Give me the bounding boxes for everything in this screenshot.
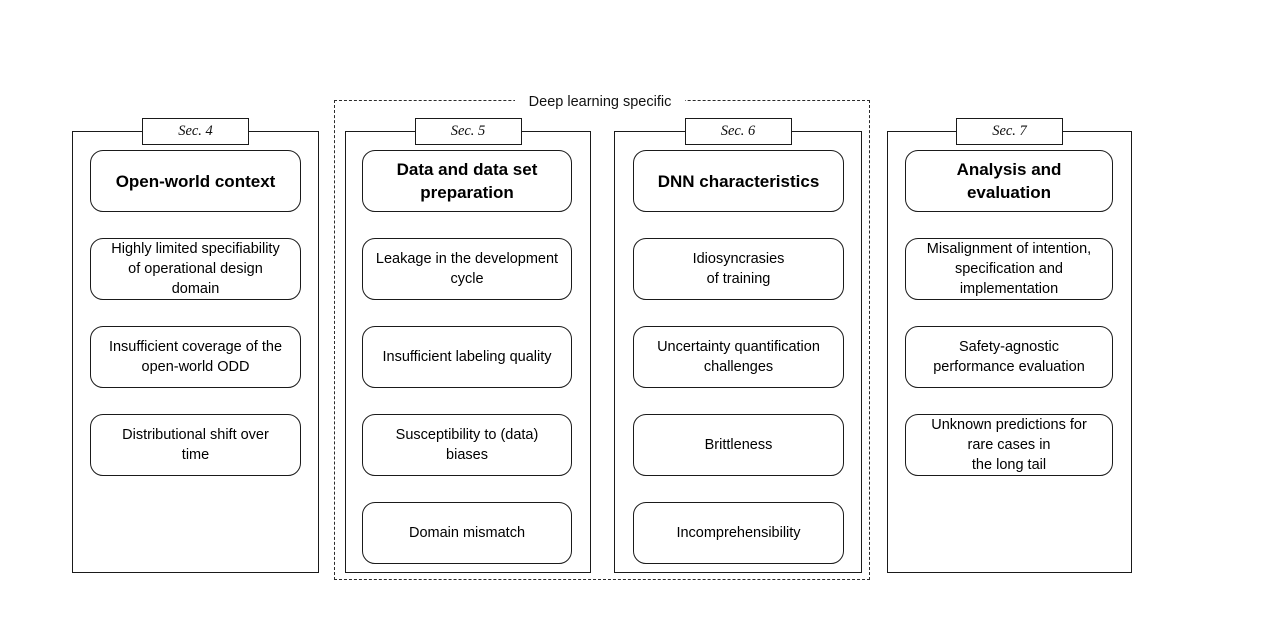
item-label: Insufficient labeling quality [382,349,552,365]
deep-learning-specific-label: Deep learning specific [528,94,672,110]
item-label: Domain mismatch [408,525,526,541]
column-1-header-card: Open-world context [90,150,301,212]
column-2-item-card: Susceptibility to (data)biases [362,414,572,476]
header-label: Open-world context [115,171,276,191]
header-label: DNN characteristics [657,171,820,191]
item-label: Incomprehensibility [676,525,801,541]
column-4-item-card: Misalignment of intention,specification … [905,238,1113,300]
item-label: Misalignment of intention,specification … [926,241,1092,297]
column-2-item-card: Insufficient labeling quality [362,326,572,388]
caption-mask [515,92,685,112]
section-tab-1: Sec. 4 [142,118,249,145]
section-tab-3: Sec. 6 [684,118,792,145]
column-2-item-card: Domain mismatch [362,502,572,564]
item-label: Brittleness [704,437,773,453]
item-label: Susceptibility to (data)biases [395,427,539,463]
column-3-item-card: Incomprehensibility [633,502,844,564]
column-3-header-card: DNN characteristics [633,150,844,212]
column-3-item-card: Brittleness [633,414,844,476]
section-tab-4: Sec. 7 [956,118,1063,145]
section-tab-2: Sec. 5 [414,118,522,145]
